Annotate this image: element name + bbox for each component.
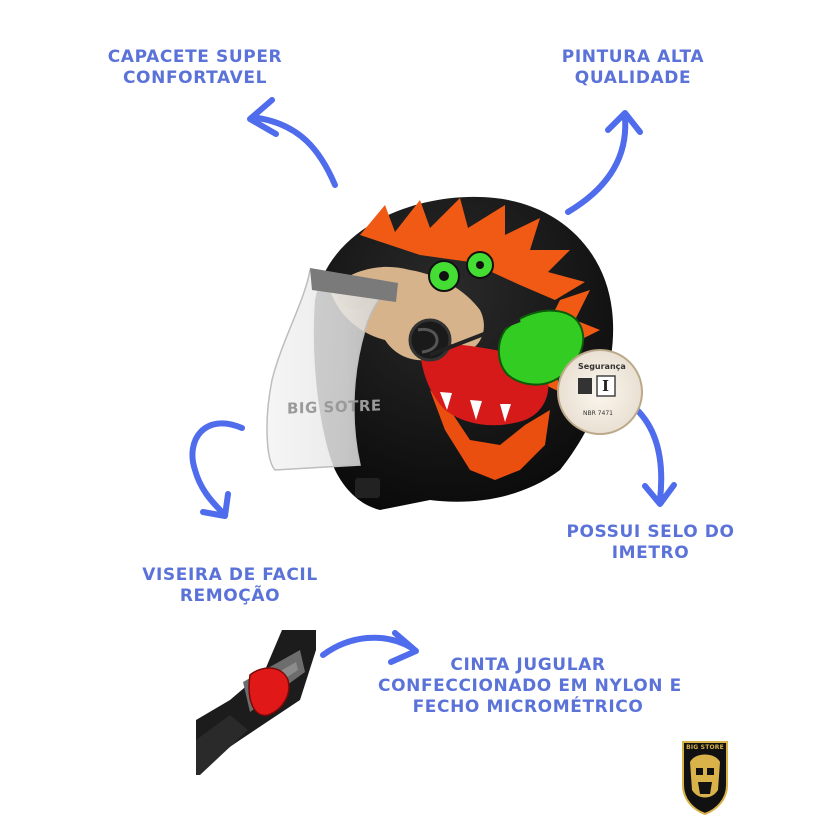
logo-text: BIG STORE: [686, 744, 724, 751]
caption-comfort-line-1: CAPACETE SUPER: [107, 47, 283, 67]
arrow-comfort: [247, 97, 338, 188]
helmet-visor: [266, 268, 398, 471]
caption-visor-line-1: VISEIRA DE FACIL: [142, 565, 318, 585]
caption-paint-line-2: QUALIDADE: [574, 68, 692, 88]
caption-seal-line-1: POSSUI SELO DO: [566, 522, 735, 542]
helmet: [313, 196, 614, 510]
buckle-release-button: [248, 667, 290, 716]
strap-detail: [196, 630, 316, 775]
imetro-seal: [557, 349, 643, 435]
arrow-strap: [320, 630, 419, 665]
caption-visor: VISEIRA DE FACIL REMOÇÃO: [130, 565, 330, 607]
caption-visor-line-2: REMOÇÃO: [179, 586, 281, 606]
seal-standard: NBR 7471: [583, 410, 613, 417]
helmet-fur-jaw: [430, 390, 550, 480]
caption-paint-line-1: PINTURA ALTA: [561, 47, 705, 67]
caption-comfort: CAPACETE SUPER CONFORTAVEL: [100, 47, 290, 89]
arrow-visor: [189, 420, 245, 519]
seal-title: Segurança: [578, 362, 626, 371]
caption-strap-line-1: CINTA JUGULAR: [450, 655, 606, 675]
caption-strap: CINTA JUGULAR CONFECCIONADO EM NYLON E F…: [378, 655, 682, 718]
helmet-fur-top: [360, 198, 585, 300]
caption-strap-line-3: FECHO MICROMÉTRICO: [412, 697, 644, 717]
helmet-tongue: [497, 309, 585, 386]
visor-print-text: BIG SOTRE: [287, 396, 382, 418]
arrow-paint: [565, 110, 643, 215]
big-store-logo: [682, 741, 728, 816]
caption-paint: PINTURA ALTA QUALIDADE: [548, 47, 718, 89]
seal-logo-letter: I: [602, 377, 610, 395]
caption-seal-line-2: IMETRO: [611, 543, 690, 563]
caption-strap-line-2: CONFECCIONADO EM NYLON E: [378, 676, 682, 696]
caption-comfort-line-2: CONFORTAVEL: [122, 68, 268, 88]
caption-seal: POSSUI SELO DO IMETRO: [563, 522, 738, 564]
